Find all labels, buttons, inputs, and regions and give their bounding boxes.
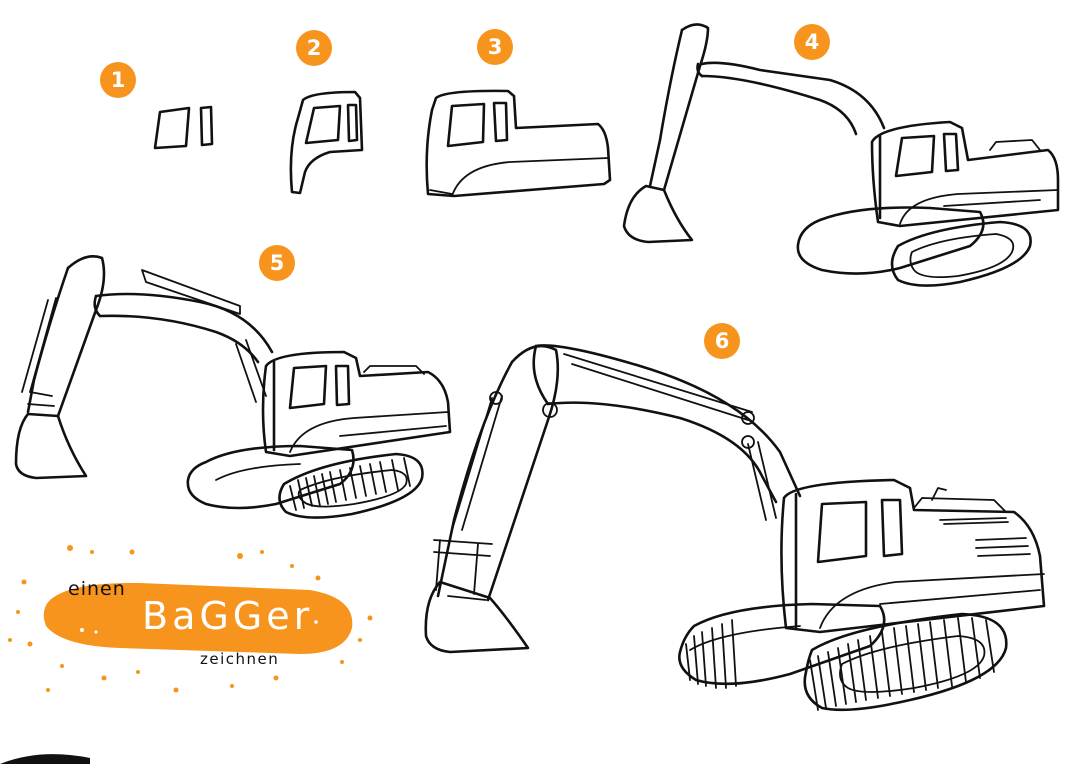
step-1-drawing xyxy=(153,105,214,150)
title-post-text: zeichnen xyxy=(200,650,280,668)
title-main-text: BaGGer xyxy=(142,594,314,638)
step-4-drawing xyxy=(622,23,1060,287)
title-splash xyxy=(43,582,353,654)
step-badge-3: 3 xyxy=(477,29,513,65)
step-badge-2: 2 xyxy=(296,30,332,66)
step-3-drawing xyxy=(425,89,612,198)
step-badge-4: 4 xyxy=(794,24,830,60)
decorative-stroke xyxy=(0,754,90,764)
step-2-drawing xyxy=(289,90,364,195)
step-5-drawing xyxy=(14,255,452,519)
step-badge-1: 1 xyxy=(100,62,136,98)
step-badge-6: 6 xyxy=(704,323,740,359)
splash-dots xyxy=(8,545,373,693)
step-badge-5: 5 xyxy=(259,245,295,281)
step-6-drawing xyxy=(424,344,1046,712)
title-pre-text: einen xyxy=(68,578,126,600)
